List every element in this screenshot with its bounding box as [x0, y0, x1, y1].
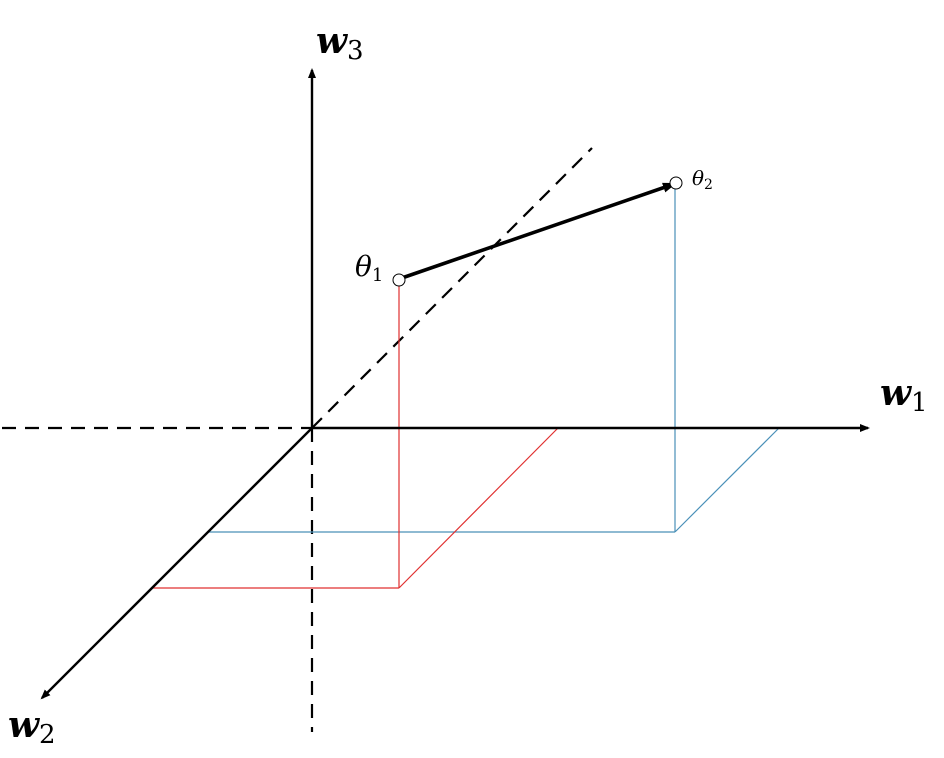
- w2-axis: [40, 427, 313, 700]
- theta1-point: [392, 273, 406, 287]
- w3-label: w3: [316, 20, 364, 66]
- theta2-label: θ2: [692, 166, 713, 193]
- w2-negative-axis: [311, 147, 593, 429]
- w1-label: w1: [880, 372, 928, 418]
- theta1-label: θ1: [355, 250, 383, 286]
- theta2-projection: [207, 183, 780, 533]
- theta1-parallel-to-w2: [398, 427, 559, 589]
- update-vector-arrow: [398, 182, 677, 281]
- theta2-parallel-to-w2: [674, 427, 780, 533]
- theta1-projection: [151, 280, 559, 589]
- w2-label: w2: [8, 704, 56, 750]
- theta2-point: [669, 176, 683, 190]
